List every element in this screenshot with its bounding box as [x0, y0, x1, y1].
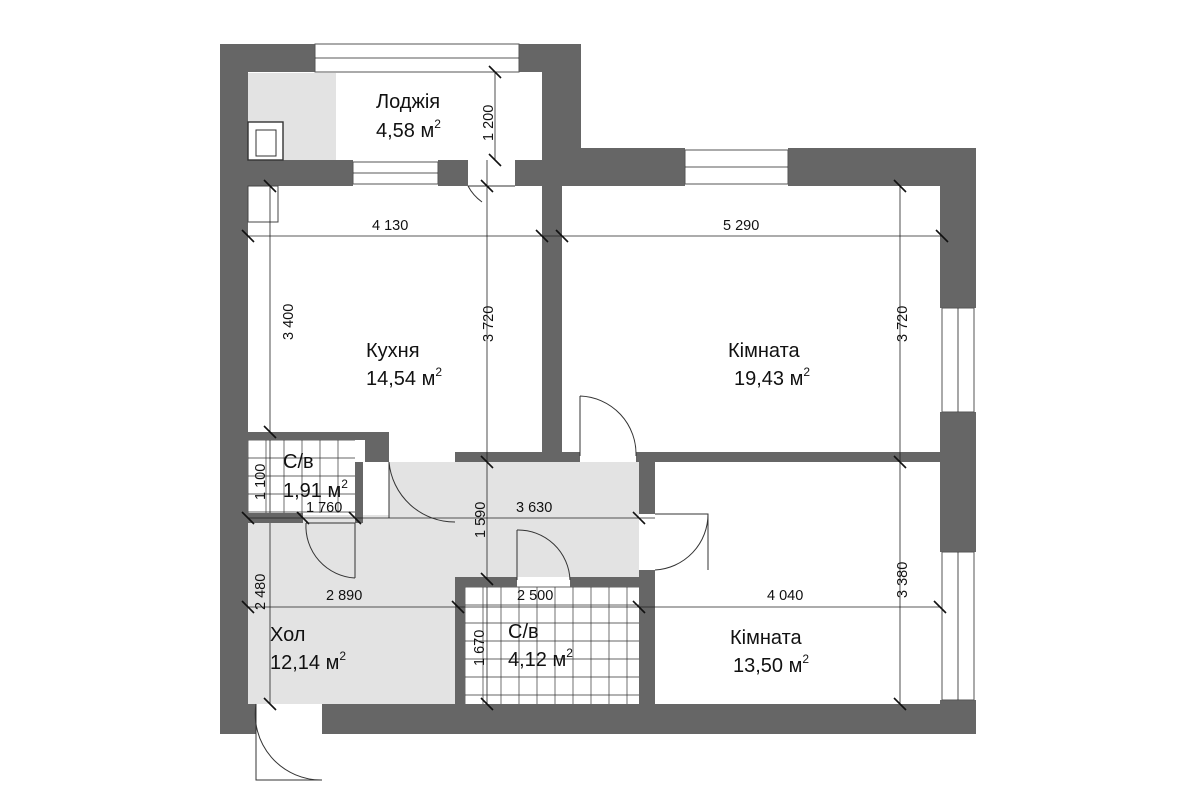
dimension-labels: 1 200 4 130 5 290 3 400 3 720 3 720 1 10…: [253, 105, 911, 666]
entrance-door: [254, 703, 323, 781]
wc2-door: [516, 529, 571, 581]
room2-door: [654, 513, 709, 571]
top-wall-left: [542, 148, 685, 186]
dim-corridor-width: 3 630: [516, 500, 552, 516]
kitchen-area: 14,54 м2: [366, 365, 442, 390]
windows: [314, 43, 975, 701]
dim-kitchen-height-right: 3 720: [481, 306, 497, 342]
room-labels: Лоджія 4,58 м2 Кухня 14,54 м2 Кімната 19…: [270, 91, 810, 677]
hall-floor: [248, 515, 458, 704]
room1-name: Кімната: [728, 340, 801, 362]
vent-shaft: [247, 121, 284, 161]
kitchen-appliance: [247, 185, 279, 223]
dim-room1-height: 3 720: [895, 306, 911, 342]
kitchen-bottom-wall-b: [455, 452, 562, 462]
hall-area: 12,14 м2: [270, 649, 346, 674]
floor-shading: [248, 73, 639, 704]
loggia-door: [467, 185, 515, 203]
corridor-floor: [389, 462, 639, 515]
kitchen-name: Кухня: [366, 340, 420, 362]
wc1-area: 1,91 м2: [283, 477, 348, 502]
room2-area: 13,50 м2: [733, 652, 809, 677]
wc2-tiles: [464, 586, 639, 704]
bottom-wall-left: [220, 704, 256, 734]
loggia-area: 4,58 м2: [376, 117, 441, 142]
left-outer-wall: [220, 186, 248, 734]
kitchen-room-partition: [542, 186, 562, 454]
loggia-name: Лоджія: [376, 91, 440, 113]
wc2-top-wall-b: [570, 577, 640, 587]
dim-room1-width: 5 290: [723, 218, 759, 234]
room1-area: 19,43 м2: [734, 365, 810, 390]
room2-name: Кімната: [730, 627, 803, 649]
loggia-parapet-left: [248, 160, 353, 186]
bottom-wall-right: [322, 704, 976, 734]
room1-bottom-wall-a: [562, 452, 580, 462]
dim-kitchen-height-left: 3 400: [281, 304, 297, 340]
wc2-left-wall: [455, 577, 465, 704]
loggia-parapet-right: [438, 160, 468, 186]
dim-room2-width: 4 040: [767, 588, 803, 604]
dim-wc1-height: 1 100: [253, 464, 269, 500]
dim-hall-width: 2 890: [326, 588, 362, 604]
dim-hall-height: 2 480: [253, 574, 269, 610]
kitchen-bottom-wall-c: [248, 432, 385, 440]
dim-corridor-height: 1 590: [473, 502, 489, 538]
wc1-right-wall: [382, 432, 389, 462]
room1-door: [579, 395, 637, 457]
dim-room2-height: 3 380: [895, 562, 911, 598]
kitchen-door: [388, 461, 456, 523]
right-wall-1: [940, 148, 976, 308]
wc1-bottom-wall-b: [355, 462, 363, 523]
wc1-name: С/в: [283, 451, 314, 473]
wc2-area: 4,12 м2: [508, 646, 573, 671]
dim-wc2-width: 2 500: [517, 588, 553, 604]
room1-bottom-wall-b: [636, 452, 940, 462]
room2-left-wall-a: [639, 462, 655, 514]
dim-loggia-depth: 1 200: [481, 105, 497, 141]
vent-inner: [255, 129, 277, 157]
doors: [254, 185, 709, 781]
room2-left-wall-b: [639, 570, 655, 704]
dim-wc2-height: 1 670: [472, 630, 488, 666]
ventilation: [247, 121, 284, 223]
wc1-door: [305, 522, 356, 579]
right-wall-2: [940, 412, 976, 552]
loggia-wall-left: [220, 44, 248, 186]
dim-wc1-width: 1 760: [306, 500, 342, 516]
wc2-top-wall-a: [455, 577, 517, 587]
wc2-name: С/в: [508, 621, 539, 643]
dimension-lines: [241, 65, 949, 711]
walls: [220, 44, 976, 734]
dim-kitchen-width: 4 130: [372, 218, 408, 234]
hall-name: Хол: [270, 624, 305, 646]
